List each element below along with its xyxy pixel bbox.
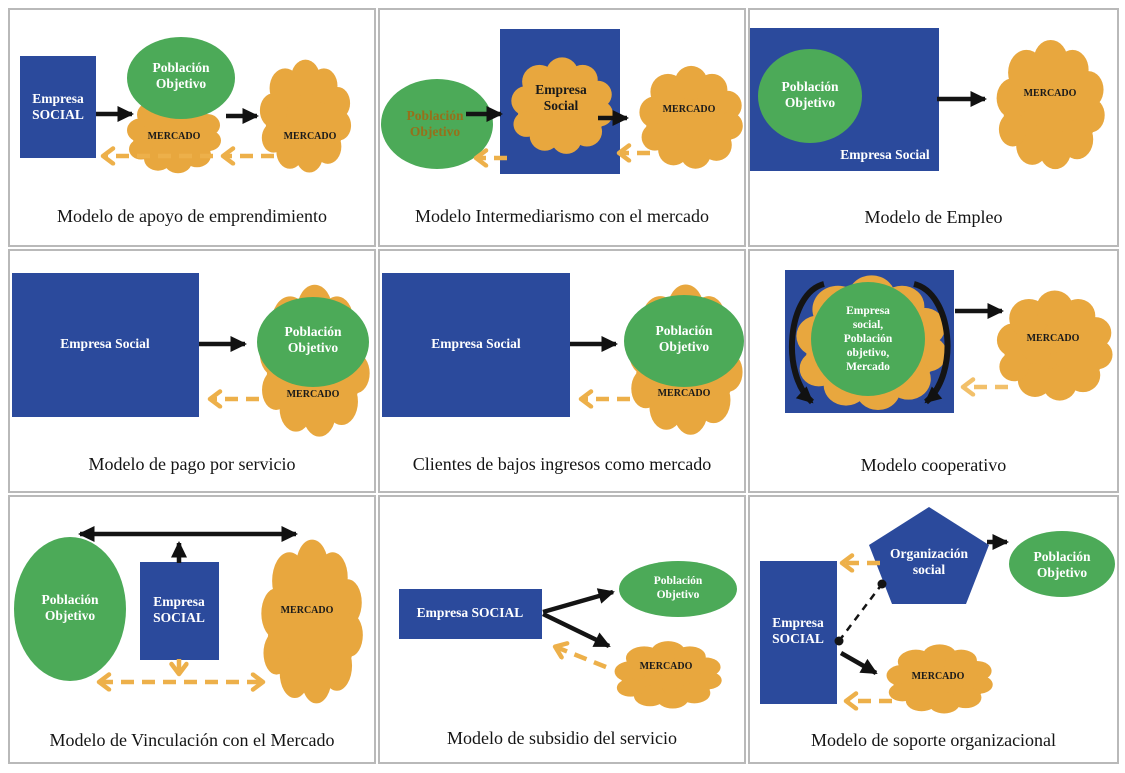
flow-arrow-mercado xyxy=(542,611,611,649)
mercado-label: MERCADO xyxy=(1026,333,1080,344)
mercado-label: MERCADO xyxy=(1023,88,1077,99)
panel-pago-por-servicio: Empresa Social Población Objetivo MERCAD… xyxy=(8,249,376,493)
poblacion-objetivo-ellipse xyxy=(257,297,369,387)
mercado-cloud xyxy=(261,539,363,704)
empresa-social-label: Empresa Social xyxy=(535,81,587,113)
diagram-intermediarismo xyxy=(381,29,743,174)
panel-empleo: Población Objetivo Empresa Social MERCAD… xyxy=(748,8,1119,247)
poblacion-objetivo-ellipse xyxy=(127,37,235,119)
panel-vinculacion-mercado: Población Objetivo Empresa SOCIAL MERCAD… xyxy=(8,495,376,764)
empresa-social-box xyxy=(140,562,219,660)
panel-soporte-organizacional: Empresa SOCIAL Organización social Pobla… xyxy=(748,495,1119,764)
empresa-social-box xyxy=(20,56,96,158)
mercado-label: MERCADO xyxy=(911,671,965,682)
poblacion-objetivo-label: Población Objetivo xyxy=(406,107,464,139)
mercado-label: MERCADO xyxy=(662,104,716,115)
cycle-arrow-right xyxy=(912,281,951,405)
diagram-clientes xyxy=(382,273,744,435)
empresa-social-box xyxy=(760,561,837,704)
flow-arrow-mercado xyxy=(839,651,878,675)
poblacion-objetivo-ellipse xyxy=(14,537,126,681)
poblacion-objetivo-label: Población Objetivo xyxy=(284,323,342,355)
link-dot xyxy=(834,636,844,646)
diagram-empleo xyxy=(750,28,1105,171)
mercado-label: MERCADO xyxy=(283,131,337,142)
caption: Modelo cooperativo xyxy=(860,455,1007,475)
empresa-social-label: Empresa Social xyxy=(431,335,521,351)
mercado-cloud xyxy=(996,39,1105,170)
poblacion-objetivo-label: Población Objetivo xyxy=(653,574,703,601)
empresa-social-box xyxy=(382,273,570,417)
flow-arrow-poblacion xyxy=(542,588,615,615)
mercado-label: MERCADO xyxy=(639,661,693,672)
panel-cooperativo: Empresa social, Población objetivo, Merc… xyxy=(748,249,1119,493)
mercado-label: MERCADO xyxy=(280,605,334,616)
panel-intermediarismo: Población Objetivo Empresa Social MERCAD… xyxy=(378,8,746,247)
empresa-social-box xyxy=(12,273,199,417)
empresa-social-box xyxy=(399,589,542,639)
mercado-label: MERCADO xyxy=(657,388,711,399)
diagram-cooperativo xyxy=(785,270,1113,413)
caption: Modelo de Empleo xyxy=(864,207,1003,227)
empresa-social-label: Empresa SOCIAL xyxy=(772,614,824,646)
poblacion-objetivo-ellipse xyxy=(624,295,744,387)
organizacion-social-label: Organización social xyxy=(890,545,968,577)
diagram-soporte xyxy=(760,507,1115,714)
cycle-arrow-left xyxy=(789,281,826,405)
dotted-link xyxy=(838,583,883,642)
diagram-subsidio xyxy=(399,561,737,709)
nucleo-circle xyxy=(811,282,925,396)
poblacion-objetivo-ellipse xyxy=(619,561,737,617)
caption: Modelo Intermediarismo con el mercado xyxy=(415,206,709,226)
empresa-social-label: Empresa Social xyxy=(60,335,150,351)
mercado-label: MERCADO xyxy=(286,389,340,400)
caption: Modelo de Vinculación con el Mercado xyxy=(49,730,335,750)
nucleo-label: Empresa social, Población objetivo, Merc… xyxy=(843,304,893,374)
caption: Modelo de apoyo de emprendimiento xyxy=(57,206,327,226)
business-models-grid: Empresa SOCIAL Población Objetivo MERCAD… xyxy=(8,8,1119,764)
caption: Modelo de pago por servicio xyxy=(88,454,296,474)
caption: Modelo de soporte organizacional xyxy=(810,730,1057,750)
poblacion-objetivo-ellipse xyxy=(758,49,862,143)
caption: Modelo de subsidio del servicio xyxy=(447,728,677,748)
return-arrow-dashed xyxy=(556,647,607,670)
diagram-vinculacion xyxy=(14,526,363,704)
poblacion-objetivo-label: Población Objetivo xyxy=(152,59,210,91)
empresa-social-label: Empresa SOCIAL xyxy=(32,90,84,122)
mercado-label: MERCADO xyxy=(147,131,201,142)
empresa-social-label: Empresa Social xyxy=(840,146,930,162)
organizacion-social-pentagon xyxy=(869,507,989,604)
poblacion-objetivo-ellipse xyxy=(1009,531,1115,597)
poblacion-objetivo-label: Población Objetivo xyxy=(1033,548,1091,580)
panel-apoyo-emprendimiento: Empresa SOCIAL Población Objetivo MERCAD… xyxy=(8,8,376,247)
poblacion-objetivo-label: Población Objetivo xyxy=(655,322,713,354)
mercado-cloud xyxy=(639,65,743,169)
mercado-cloud xyxy=(996,290,1113,401)
poblacion-objetivo-ellipse xyxy=(381,79,493,169)
caption: Clientes de bajos ingresos como mercado xyxy=(412,454,712,474)
poblacion-objetivo-label: Población Objetivo xyxy=(781,78,839,110)
empresa-social-label: Empresa SOCIAL xyxy=(153,593,205,625)
poblacion-objetivo-label: Población Objetivo xyxy=(41,591,99,623)
diagram-pago xyxy=(12,273,370,437)
empresa-social-label: Empresa SOCIAL xyxy=(416,604,524,620)
panel-clientes-bajos-ingresos: Empresa Social Población Objetivo MERCAD… xyxy=(378,249,746,493)
mercado-cloud xyxy=(614,641,722,709)
link-dot xyxy=(877,579,887,589)
panel-subsidio-servicio: Empresa SOCIAL Población Objetivo MERCAD… xyxy=(378,495,746,764)
diagram-apoyo xyxy=(20,37,352,174)
